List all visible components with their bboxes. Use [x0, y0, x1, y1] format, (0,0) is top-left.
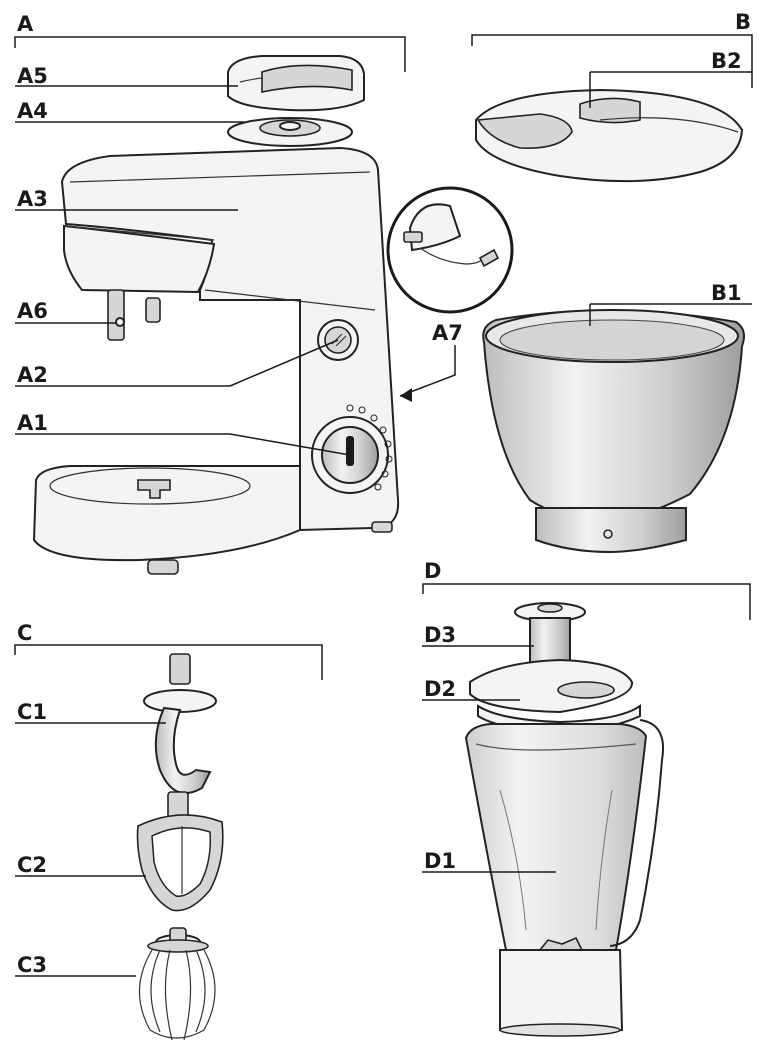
label-c2: C2	[17, 853, 47, 877]
flat-beater-c2	[136, 791, 224, 912]
splash-guard-b2	[475, 88, 744, 183]
label-a5: A5	[17, 64, 48, 88]
label-a2: A2	[17, 363, 48, 387]
group-d-bracket	[422, 583, 751, 620]
label-d: D	[424, 559, 441, 583]
label-a: A	[17, 12, 34, 36]
label-d3: D3	[424, 623, 456, 647]
label-a7: A7	[432, 321, 463, 345]
callout-labels: A A5 A4 A3 A6 A2 A1 A7 B B2 B1 C C1 C2 C…	[17, 10, 751, 977]
top-outlet-a4	[227, 117, 353, 147]
label-a4: A4	[17, 99, 48, 123]
blender-jug-d1	[464, 719, 664, 1037]
group-a-mixer	[14, 36, 514, 575]
drive-socket-a6	[107, 289, 161, 341]
label-b: B	[735, 10, 751, 34]
label-c1: C1	[17, 700, 47, 724]
dough-hook-c1	[143, 653, 217, 794]
mixing-bowl-b1	[482, 309, 745, 554]
label-c3: C3	[17, 953, 47, 977]
label-a1: A1	[17, 411, 48, 435]
label-d1: D1	[424, 849, 456, 873]
label-a3: A3	[17, 187, 48, 211]
whisk-c3	[138, 927, 216, 1041]
mixer-head-a3	[60, 146, 400, 532]
label-d2: D2	[424, 677, 456, 701]
group-a-bracket	[14, 36, 406, 72]
group-b-bracket	[471, 34, 753, 88]
label-c: C	[17, 621, 32, 645]
blender-lid-d2	[469, 658, 641, 734]
group-c-tools	[14, 644, 323, 1041]
mixer-base	[32, 465, 393, 575]
label-b1: B1	[711, 281, 742, 305]
outlet-cover-a5	[227, 55, 365, 112]
group-d-blender	[422, 583, 751, 1037]
power-cord-inset-a7	[386, 186, 514, 402]
label-a6: A6	[17, 299, 48, 323]
group-c-bracket	[14, 644, 323, 680]
label-b2: B2	[711, 49, 742, 73]
group-b-bowl	[471, 34, 753, 554]
